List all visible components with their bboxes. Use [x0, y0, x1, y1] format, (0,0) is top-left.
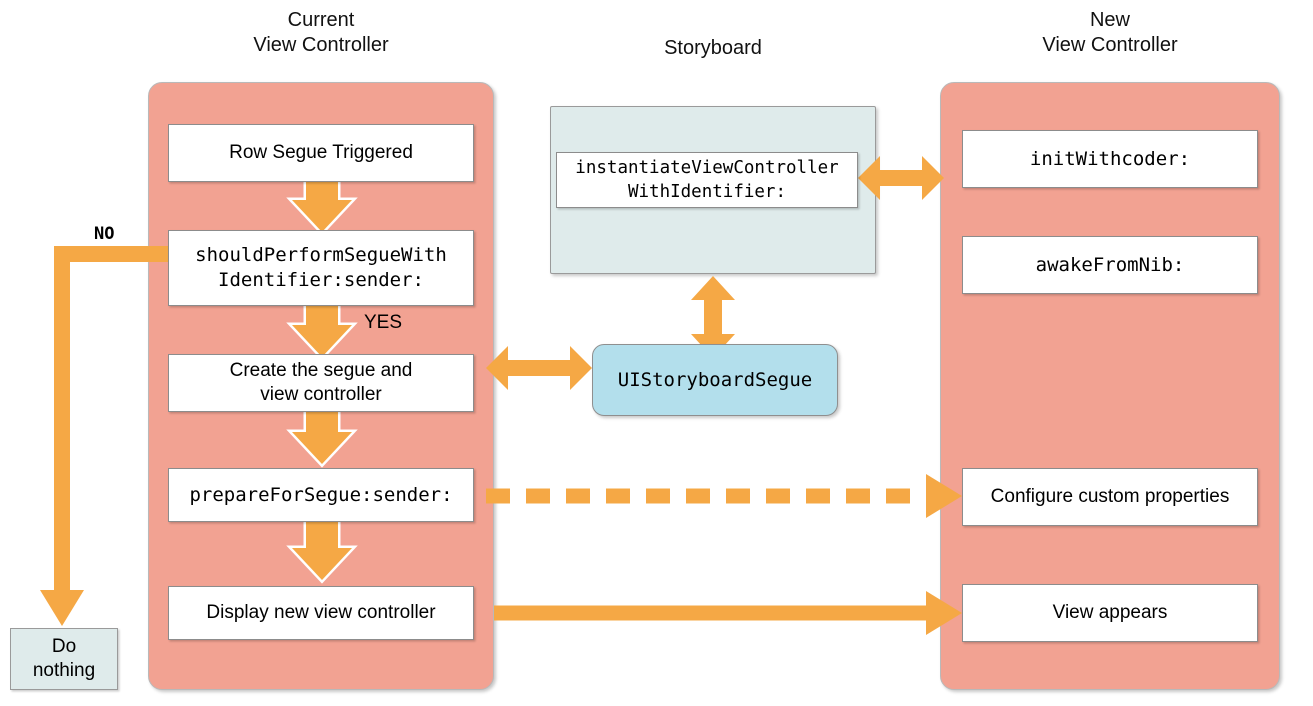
column-title-current-line1: Current	[287, 9, 355, 31]
column-title-new: New View Controller	[940, 8, 1280, 58]
column-title-current: Current View Controller	[148, 8, 494, 58]
arrow-down-2	[286, 302, 358, 361]
step-create-segue-label: Create the segue and view controller	[229, 360, 413, 405]
column-title-storyboard: Storyboard	[550, 36, 876, 61]
step-display-new-view-controller[interactable]: Display new view controller	[168, 586, 474, 640]
step-awake-from-nib[interactable]: awakeFromNib:	[962, 236, 1258, 294]
step-display-new-view-controller-label: Display new view controller	[206, 602, 436, 623]
step-configure-custom-properties[interactable]: Configure custom properties	[962, 468, 1258, 526]
uistoryboardsegue-object[interactable]: UIStoryboardSegue	[592, 344, 838, 416]
column-title-new-line2: View Controller	[1042, 34, 1178, 56]
edge-label-no-text: NO	[94, 224, 115, 244]
step-should-perform-segue[interactable]: shouldPerformSegueWith Identifier:sender…	[168, 230, 474, 306]
arrow-storyboard-segue-bidirectional	[691, 276, 735, 358]
step-view-appears-label: View appears	[1052, 602, 1168, 623]
step-create-segue[interactable]: Create the segue and view controller	[168, 354, 474, 412]
step-instantiate-view-controller[interactable]: instantiateViewController WithIdentifier…	[556, 152, 858, 208]
edge-label-yes: YES	[364, 312, 402, 334]
step-prepare-for-segue[interactable]: prepareForSegue:sender:	[168, 468, 474, 522]
uistoryboardsegue-label: UIStoryboardSegue	[617, 368, 813, 391]
step-row-segue-triggered-label: Row Segue Triggered	[229, 142, 413, 163]
step-instantiate-view-controller-label: instantiateViewController WithIdentifier…	[575, 158, 839, 202]
arrow-no-branch	[40, 246, 168, 626]
arrow-prepare-configure-dashed	[486, 474, 962, 518]
column-title-new-line1: New	[1089, 9, 1130, 31]
step-view-appears[interactable]: View appears	[962, 584, 1258, 642]
arrow-display-viewappears	[494, 591, 962, 635]
step-prepare-for-segue-label: prepareForSegue:sender:	[189, 483, 453, 506]
arrow-down-3	[286, 407, 358, 468]
terminal-do-nothing[interactable]: Do nothing	[10, 628, 118, 690]
step-configure-custom-properties-label: Configure custom properties	[990, 486, 1230, 507]
step-init-with-coder[interactable]: initWithcoder:	[962, 130, 1258, 188]
arrow-down-4	[286, 519, 358, 584]
arrow-instantiate-init-bidirectional	[858, 156, 944, 200]
arrow-down-1	[286, 177, 358, 236]
step-init-with-coder-label: initWithcoder:	[1029, 147, 1191, 170]
step-awake-from-nib-label: awakeFromNib:	[1035, 253, 1185, 276]
step-should-perform-segue-label: shouldPerformSegueWith Identifier:sender…	[195, 244, 447, 291]
step-row-segue-triggered[interactable]: Row Segue Triggered	[168, 124, 474, 182]
edge-label-yes-text: YES	[364, 312, 403, 333]
edge-label-no: NO	[94, 224, 114, 244]
column-title-storyboard-line1: Storyboard	[664, 37, 762, 59]
arrow-segue-bidirectional	[486, 346, 592, 390]
terminal-do-nothing-label: Do nothing	[32, 636, 96, 681]
column-title-current-line2: View Controller	[253, 34, 389, 56]
